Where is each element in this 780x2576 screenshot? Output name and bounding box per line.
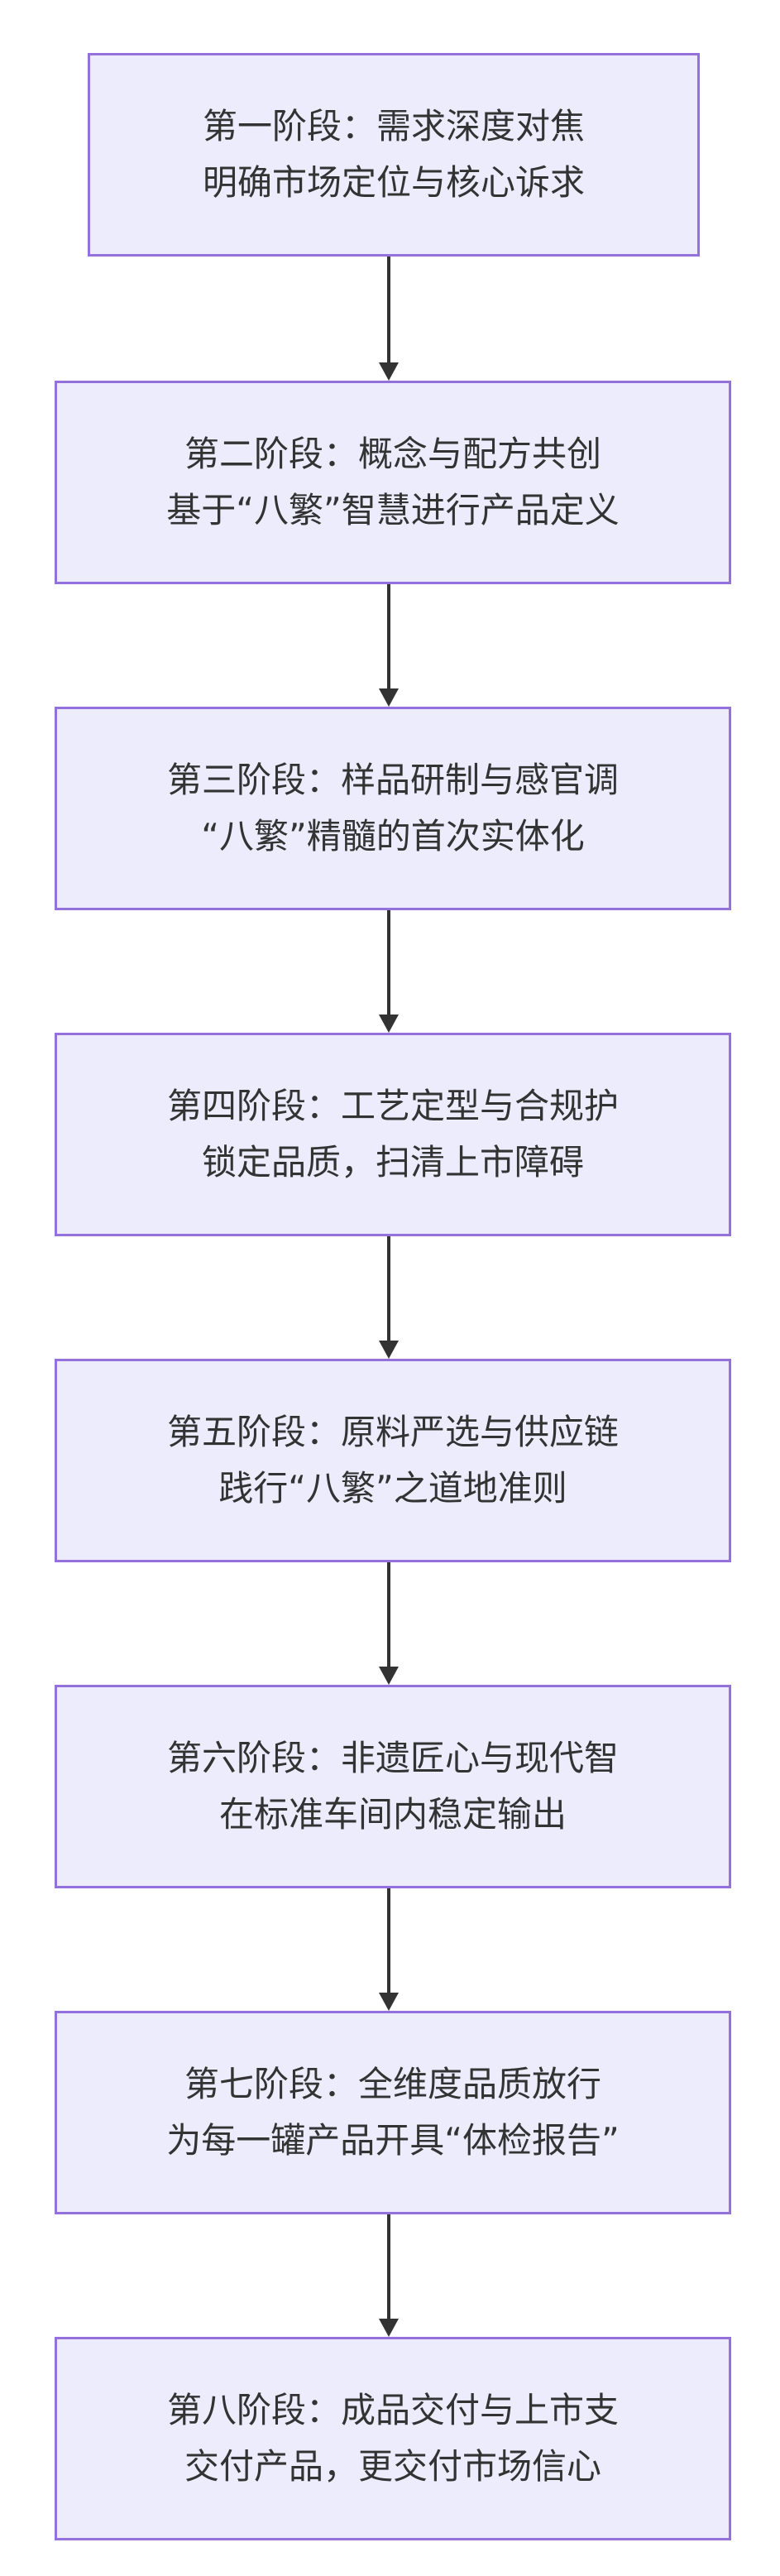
arrowhead-5-6 — [379, 1667, 399, 1685]
stage-3-node: 第三阶段：样品研制与感官调 “八繁”精髓的首次实体化 — [55, 707, 731, 910]
stage-5-subtitle: 践行“八繁”之道地准则 — [218, 1468, 567, 1509]
arrowhead-7-8 — [379, 2319, 399, 2337]
edge-3-4 — [387, 910, 390, 1015]
stage-3-title: 第三阶段：样品研制与感官调 — [166, 760, 619, 800]
edge-6-7 — [387, 1888, 390, 1993]
stage-3-subtitle: “八繁”精髓的首次实体化 — [201, 816, 585, 856]
stage-1-subtitle: 明确市场定位与核心诉求 — [202, 162, 585, 203]
edge-5-6 — [387, 1562, 390, 1667]
edge-7-8 — [387, 2214, 390, 2319]
arrowhead-3-4 — [379, 1015, 399, 1033]
stage-7-node: 第七阶段：全维度品质放行 为每一罐产品开具“体检报告” — [55, 2011, 731, 2214]
stage-8-node: 第八阶段：成品交付与上市支 交付产品，更交付市场信心 — [55, 2337, 731, 2540]
stage-5-node: 第五阶段：原料严选与供应链 践行“八繁”之道地准则 — [55, 1359, 731, 1562]
stage-4-subtitle: 锁定品质，扫清上市障碍 — [201, 1142, 584, 1182]
stage-1-title: 第一阶段：需求深度对焦 — [202, 106, 585, 146]
stage-8-title: 第八阶段：成品交付与上市支 — [166, 2390, 619, 2430]
edge-2-3 — [387, 584, 390, 688]
stage-4-title: 第四阶段：工艺定型与合规护 — [166, 1086, 619, 1126]
stage-6-node: 第六阶段：非遗匠心与现代智 在标准车间内稳定输出 — [55, 1685, 731, 1888]
stage-7-subtitle: 为每一罐产品开具“体检报告” — [166, 2120, 620, 2161]
stage-2-node: 第二阶段：概念与配方共创 基于“八繁”智慧进行产品定义 — [55, 381, 731, 584]
arrowhead-6-7 — [379, 1993, 399, 2011]
edge-1-2 — [387, 257, 390, 362]
arrowhead-4-5 — [379, 1341, 399, 1359]
stage-5-title: 第五阶段：原料严选与供应链 — [166, 1412, 619, 1452]
stage-2-subtitle: 基于“八繁”智慧进行产品定义 — [166, 490, 620, 530]
stage-6-title: 第六阶段：非遗匠心与现代智 — [166, 1738, 619, 1778]
arrowhead-2-3 — [379, 688, 399, 707]
stage-2-title: 第二阶段：概念与配方共创 — [184, 434, 601, 474]
stage-1-node: 第一阶段：需求深度对焦 明确市场定位与核心诉求 — [88, 53, 700, 257]
edge-4-5 — [387, 1236, 390, 1341]
stage-4-node: 第四阶段：工艺定型与合规护 锁定品质，扫清上市障碍 — [55, 1033, 731, 1236]
arrowhead-1-2 — [379, 362, 399, 381]
stage-7-title: 第七阶段：全维度品质放行 — [184, 2064, 601, 2104]
stage-6-subtitle: 在标准车间内稳定输出 — [218, 1794, 567, 1835]
stage-8-subtitle: 交付产品，更交付市场信心 — [184, 2446, 601, 2487]
